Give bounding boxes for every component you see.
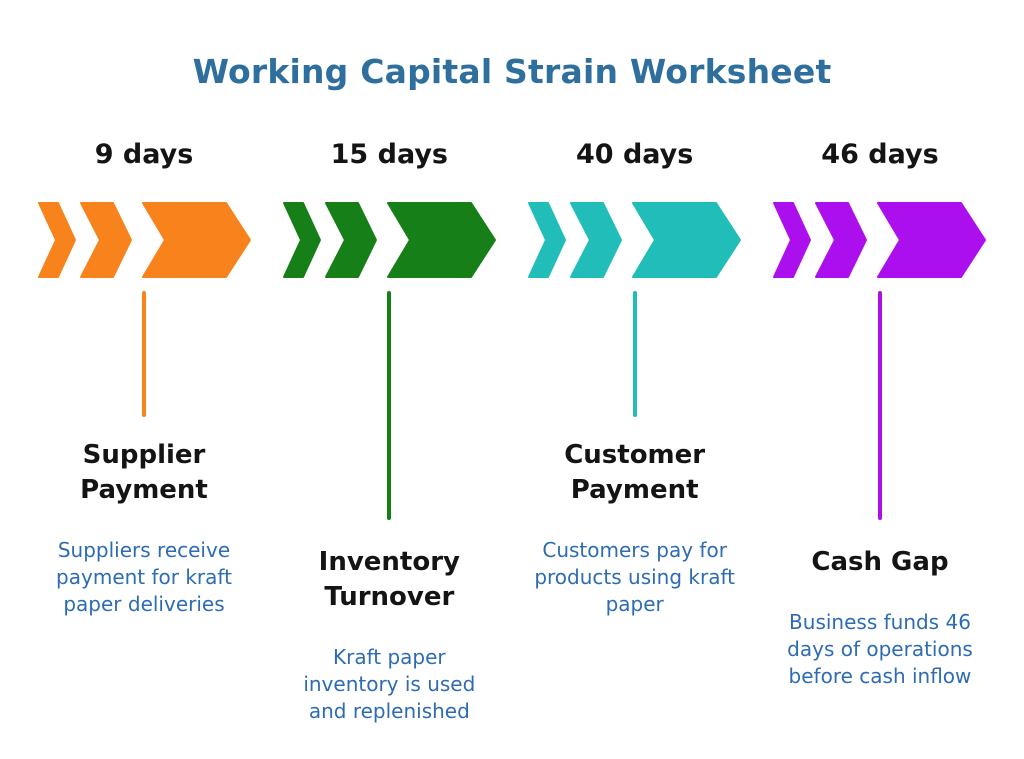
stage-heading: Customer Payment [564, 440, 706, 505]
days-label: 9 days [94, 139, 194, 170]
chevron-arrows-icon [37, 202, 251, 278]
stage-heading: Cash Gap [811, 547, 949, 577]
column-customer-payment: 40 days Customer Payment Customers pay f… [519, 139, 751, 725]
days-label: 46 days [821, 139, 939, 170]
stage-description: Kraft paper inventory is used and replen… [303, 645, 476, 723]
column-cash-gap: 46 days Cash Gap Business funds 46 days … [764, 139, 996, 725]
connector-line [142, 291, 146, 417]
stage-description: Suppliers receive payment for kraft pape… [56, 538, 232, 616]
stage-description: Customers pay for products using kraft p… [534, 538, 735, 616]
chevron-arrows-icon [282, 202, 496, 278]
connector-line [877, 291, 882, 520]
timeline-columns: 9 days Supplier Payment Suppliers receiv… [0, 139, 1024, 725]
stage-heading: Supplier Payment [80, 440, 208, 505]
days-label: 15 days [330, 139, 449, 170]
connector-line [632, 291, 637, 417]
column-supplier-payment: 9 days Supplier Payment Suppliers receiv… [28, 139, 260, 725]
column-inventory-turnover: 15 days Inventory Turnover Kraft paper i… [273, 139, 505, 725]
connector-line [387, 291, 392, 520]
stage-description: Business funds 46 days of operations bef… [787, 610, 973, 688]
stage-heading: Inventory Turnover [318, 547, 460, 612]
chevron-arrows-icon [773, 202, 987, 278]
days-label: 40 days [575, 139, 694, 170]
chevron-arrows-icon [528, 202, 742, 278]
page-title: Working Capital Strain Worksheet [192, 52, 832, 91]
